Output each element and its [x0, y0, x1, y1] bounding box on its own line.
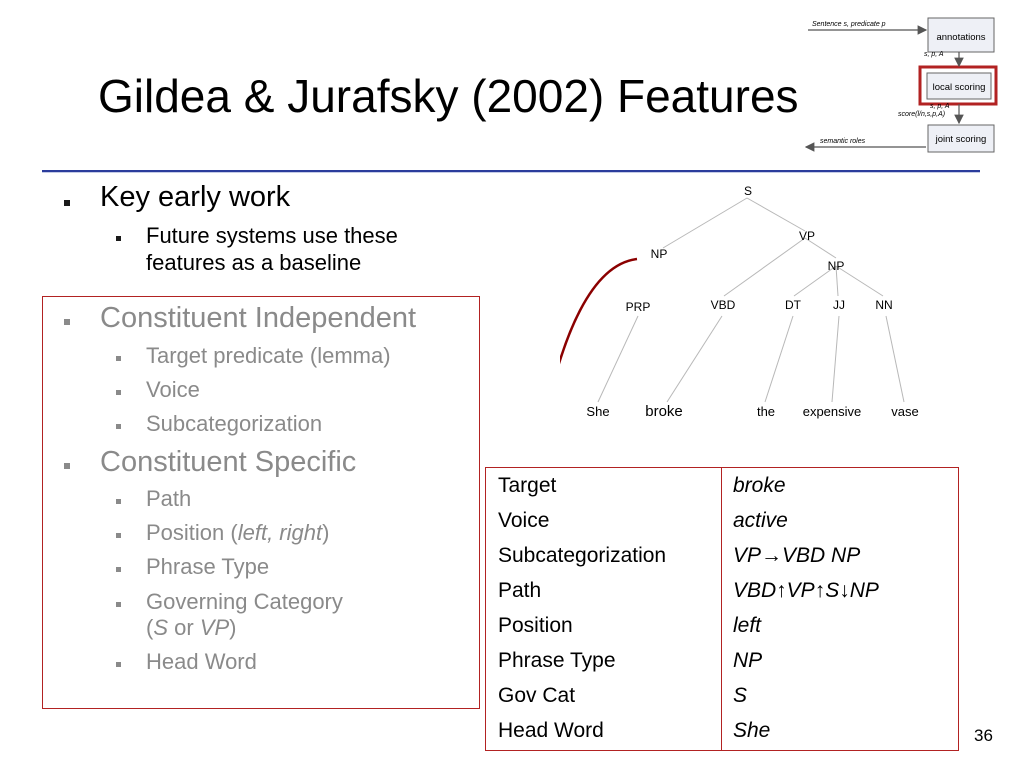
tree-node-np-subject: NP [651, 247, 668, 261]
semantic-roles-label: semantic roles [820, 138, 866, 145]
feature-list-box [42, 296, 480, 709]
feature-name: Head Word [498, 719, 604, 742]
title-divider [42, 170, 980, 173]
feature-value: VP→VBD NP [733, 544, 861, 567]
pipeline-diagram: annotations local scoring joint scoring … [804, 17, 998, 153]
bullet-target-predicate: Target predicate (lemma) [146, 343, 391, 368]
slide-title: Gildea & Jurafsky (2002) Features [98, 70, 799, 122]
gov-paren-close: ) [229, 615, 237, 640]
tree-word-she: She [586, 404, 609, 419]
feature-name: Subcategorization [498, 544, 667, 567]
table-divider [721, 468, 722, 750]
spa-label-1: s, p, A [924, 51, 944, 58]
feature-name: Phrase Type [498, 649, 616, 672]
joint-scoring-box [927, 124, 995, 153]
feature-name: Position [498, 614, 573, 637]
gov-paren-open: ( [146, 615, 154, 640]
bullet-marker [116, 533, 121, 538]
np-to-table-arrow [560, 257, 638, 365]
page-number: 36 [974, 726, 993, 745]
feature-name: Path [498, 579, 542, 602]
annotations-label: annotations [936, 32, 985, 43]
bullet-constituent-specific: Constituent Specific [100, 446, 357, 478]
feature-table: Target broke Voice active Subcategorizat… [485, 467, 959, 751]
tree-node-jj: JJ [833, 298, 845, 312]
feature-value: S [733, 684, 748, 707]
bullet-marker [116, 567, 121, 572]
bullet-marker [64, 200, 70, 206]
bullet-governing-line2: (S or VP) [146, 615, 237, 641]
tree-node-s: S [744, 184, 752, 198]
local-scoring-box [926, 72, 992, 100]
input-label: Sentence s, predicate p [812, 21, 886, 28]
position-suffix: ) [322, 520, 330, 545]
gov-or: or [168, 615, 200, 640]
feature-value: NP [733, 649, 763, 672]
joint-scoring-label: joint scoring [935, 134, 987, 145]
gov-s: S [153, 615, 169, 640]
bullet-marker [116, 424, 121, 429]
tree-node-prp: PRP [626, 300, 651, 314]
bullet-marker [116, 356, 121, 361]
bullet-key-early-work: Key early work [100, 181, 291, 213]
tree-node-dt: DT [785, 298, 802, 312]
tree-word-the: the [757, 404, 775, 419]
feature-value: She [733, 719, 771, 742]
score-label: score(l/n,s,p,A) [898, 111, 945, 118]
parse-tree: S VP NP NP PRP VBD DT JJ NN She broke th… [560, 184, 919, 420]
feature-name: Voice [498, 509, 550, 532]
gov-vp: VP [199, 615, 230, 640]
tree-word-expensive: expensive [803, 404, 862, 419]
bullet-phrase-type: Phrase Type [146, 554, 270, 579]
tree-word-broke: broke [645, 403, 683, 420]
feature-value: left [733, 614, 762, 637]
tree-node-np-object: NP [828, 259, 845, 273]
bullet-constituent-independent: Constituent Independent [100, 302, 417, 334]
position-prefix: Position ( [146, 520, 238, 545]
bullet-voice: Voice [146, 377, 200, 402]
bullet-subcategorization: Subcategorization [146, 411, 323, 436]
bullet-future-line1: Future systems use these [146, 223, 398, 248]
tree-node-vp: VP [799, 229, 815, 243]
feature-name: Gov Cat [498, 684, 576, 707]
tree-word-vase: vase [891, 404, 918, 419]
bullet-marker [116, 499, 121, 504]
bullet-marker [64, 319, 70, 325]
bullet-path: Path [146, 486, 192, 511]
bullet-position: Position (left, right) [146, 520, 329, 546]
annotations-box [927, 17, 995, 53]
spa-label-2: s, p, A [930, 103, 950, 110]
bullet-future-line2: features as a baseline [146, 250, 362, 275]
tree-node-nn: NN [875, 298, 892, 312]
position-italic: left, right [237, 520, 323, 545]
tree-node-vbd: VBD [711, 298, 736, 312]
local-scoring-label: local scoring [933, 82, 986, 93]
feature-name: Target [498, 474, 557, 497]
feature-value: active [733, 509, 788, 532]
bullet-marker [116, 236, 121, 241]
bullet-governing-line1: Governing Category [146, 589, 343, 614]
bullet-marker [64, 463, 70, 469]
bullet-marker [116, 602, 121, 607]
bullet-head-word: Head Word [146, 649, 257, 674]
bullet-marker [116, 390, 121, 395]
bullet-marker [116, 662, 121, 667]
feature-value: broke [733, 474, 786, 497]
feature-value: VBD↑VP↑S↓NP [733, 579, 879, 602]
